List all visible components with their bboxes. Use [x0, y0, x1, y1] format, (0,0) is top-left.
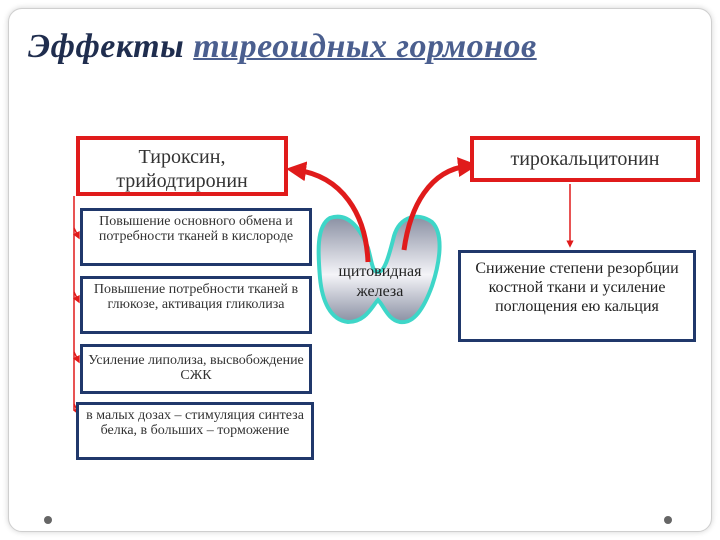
thyroxine-triiodothyronine-box: Тироксин, трийодтиронин [76, 136, 288, 196]
effect-box-4: в малых дозах – стимуляция синтеза белка… [76, 402, 314, 460]
effect-box-3: Усиление липолиза, высвобождение СЖК [80, 344, 312, 394]
effect-text-2: Повышение потребности тканей в глюкозе, … [93, 282, 299, 312]
effect-arrow-2 [72, 291, 80, 304]
thyroxine-label: Тироксин, трийодтиронин [116, 146, 248, 192]
arrow-to-thyroxine [286, 161, 371, 263]
effect-box-1: Повышение основного обмена и потребности… [80, 208, 312, 266]
calcitonin-effect-box: Снижение степени резорбции костной ткани… [458, 250, 696, 342]
effect-box-2: Повышение потребности тканей в глюкозе, … [80, 276, 312, 334]
effect-arrow-3 [72, 351, 80, 364]
calcitonin-box: тирокальцитонин [470, 136, 700, 182]
slide-nav-dot-right [664, 516, 672, 524]
slide-nav-dot-left [44, 516, 52, 524]
effect-text-3: Усиление липолиза, высвобождение СЖК [88, 353, 304, 383]
page-title: Эффекты тиреоидных гормонов [28, 28, 537, 66]
title-part-2: тиреоидных гормонов [193, 28, 537, 65]
effect-text-4: в малых дозах – стимуляция синтеза белка… [86, 408, 304, 438]
effect-text-1: Повышение основного обмена и потребности… [98, 214, 294, 244]
effect-arrow-1 [72, 227, 80, 240]
calcitonin-effect-text: Снижение степени резорбции костной ткани… [475, 260, 679, 315]
title-part-1: Эффекты [28, 28, 185, 65]
thyroid-gland-shape [316, 214, 442, 325]
calcitonin-label: тирокальцитонин [510, 148, 660, 170]
arrow-to-calcitonin [401, 157, 478, 251]
thyroid-gland-label: щитовидная железа [338, 263, 422, 300]
